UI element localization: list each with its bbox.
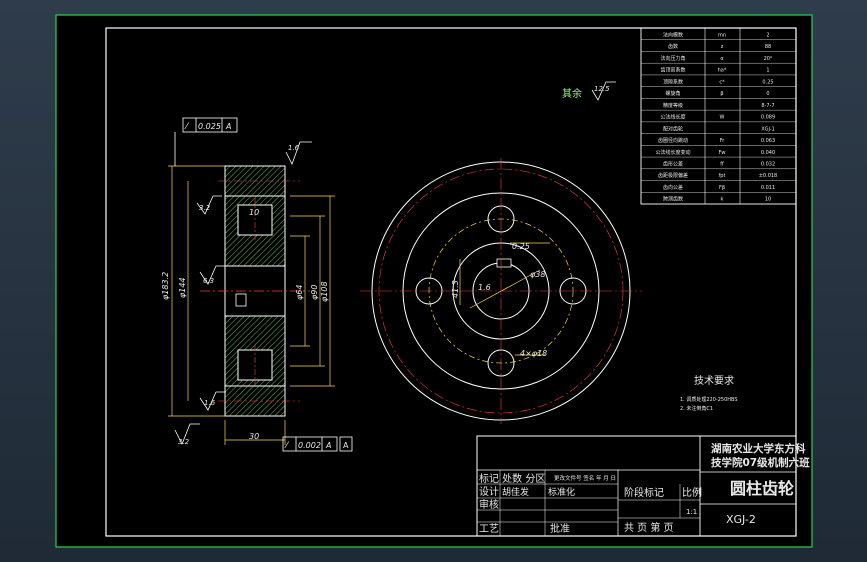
- row-check: 审核: [479, 498, 499, 511]
- tol-bottom: 0.002: [298, 441, 321, 450]
- dim-bore: φ38: [530, 270, 545, 279]
- row-approve: 批准: [550, 522, 570, 535]
- param-cell: XGJ-1: [761, 126, 775, 132]
- datum-bottom: A: [325, 441, 331, 450]
- param-cell: 跨测齿数: [663, 196, 683, 203]
- param-cell: 0.032: [761, 162, 775, 168]
- row-process: 工艺: [479, 523, 499, 535]
- param-cell: 公法线长度变动: [655, 149, 690, 156]
- notes-heading: 技术要求: [694, 374, 734, 387]
- dim-web-dia: φ90: [310, 285, 319, 300]
- param-cell: 齿数: [668, 43, 678, 50]
- sheet-label: 共 页 第 页: [624, 521, 674, 534]
- drawing-no: XGJ-2: [726, 513, 756, 526]
- param-cell: 8-7-7: [761, 103, 774, 109]
- svg-text:⁄: ⁄: [284, 441, 290, 451]
- row-design-std: 标准化: [548, 486, 575, 498]
- param-cell: 顶隙系数: [663, 78, 683, 85]
- notes-line2: 2. 未注倒角C1: [680, 405, 713, 412]
- row-design: 设计: [479, 485, 499, 498]
- section-view: ⁄ 0.025 A ⁄ 0.002 A A 1.6 3.2 6.3 1.6 3.…: [161, 81, 616, 452]
- datum-top: A: [225, 122, 231, 131]
- param-cell: z: [721, 44, 724, 50]
- row-design-name: 胡佳发: [502, 486, 529, 498]
- param-cell: 齿向公差: [663, 184, 683, 191]
- param-cell: c*: [719, 79, 725, 85]
- dim-root-dia: φ144: [178, 277, 187, 298]
- param-cell: 88: [765, 44, 771, 50]
- param-cell: 0.040: [761, 150, 775, 156]
- param-cell: 0.25: [762, 79, 773, 85]
- scale-label: 比例: [682, 486, 702, 499]
- dim-rough-6: 1.6: [478, 283, 491, 292]
- front-view: 0.25 φ38 41.3 4×φ18 1.6: [360, 158, 642, 424]
- param-cell: 精度等级: [663, 102, 683, 109]
- param-cell: 0: [766, 91, 769, 97]
- part-name: 圆柱齿轮: [730, 479, 794, 498]
- param-cell: Fβ: [719, 185, 725, 191]
- rough-4: 1.6: [204, 399, 216, 407]
- dim-bolt-circle: φ108: [320, 281, 329, 302]
- param-cell: β: [720, 91, 723, 97]
- param-cell: 齿顶高系数: [660, 67, 685, 74]
- param-cell: 0.089: [761, 115, 775, 121]
- param-cell: mn: [718, 32, 726, 38]
- param-cell: 公法线长度: [660, 114, 685, 121]
- param-cell: W: [720, 115, 725, 121]
- dim-keyway: 41.3: [451, 280, 460, 298]
- dim-key-tol: 0.25: [512, 242, 530, 251]
- dim-width: 30: [249, 432, 259, 441]
- param-cell: 10: [765, 197, 771, 203]
- parameter-table: 法向模数 mn 2 齿数 z 88 法向压力角 α 20° 齿顶高系数 ha* 1 顶隙系数 c* 0.25…: [640, 27, 797, 205]
- param-cell: 0.011: [761, 185, 775, 191]
- param-cell: Fw: [719, 150, 726, 156]
- param-cell: 齿圈径向跳动: [658, 137, 688, 144]
- param-cell: 0.063: [761, 138, 775, 144]
- row-mark-rest: 更改文件号 签名 年 月 日: [554, 474, 616, 482]
- param-cell: 螺旋角: [665, 90, 680, 97]
- school-line1: 湖南农业大学东方科: [711, 442, 806, 455]
- school-line2: 技学院07级机制六班: [711, 456, 810, 469]
- dim-outer-dia: φ183.2: [161, 272, 170, 300]
- param-cell: ±0.018: [759, 173, 778, 179]
- rough-5: 3.2: [178, 438, 190, 446]
- param-cell: ff: [720, 162, 724, 168]
- scale-value: 1:1: [686, 508, 697, 516]
- row-mark: 标记 处数 分区: [479, 472, 545, 485]
- svg-text:⁄: ⁄: [184, 122, 190, 132]
- dim-keyway-width: 10: [249, 208, 259, 217]
- dim-hub-dia: φ64: [295, 285, 304, 300]
- rough-3: 6.3: [203, 277, 214, 285]
- svg-text:A: A: [343, 441, 349, 450]
- param-cell: Fr: [720, 138, 726, 144]
- keyway: [496, 258, 512, 268]
- drawing-frame: [105, 27, 797, 537]
- param-cell: fpt: [719, 173, 726, 179]
- param-cell: 配对齿轮: [663, 125, 683, 132]
- param-cell: 法向压力角: [660, 55, 685, 62]
- param-cell: 1: [766, 68, 769, 74]
- keyway-section: [235, 293, 247, 307]
- rough-other-value: 12.5: [594, 85, 610, 93]
- param-cell: 齿形公差: [663, 161, 683, 168]
- rough-2: 3.2: [199, 204, 211, 212]
- param-cell: α: [720, 56, 724, 62]
- param-cell: 齿距极限偏差: [658, 172, 688, 179]
- notes-line1: 1. 调质处理220-250HBS: [680, 396, 738, 403]
- param-cell: 2: [766, 32, 769, 38]
- param-cell: ha*: [718, 68, 727, 74]
- dim-holes: 4×φ18: [520, 349, 547, 358]
- stage-label: 阶段标记: [624, 486, 664, 499]
- title-block: 湖南农业大学东方科 技学院07级机制六班 圆柱齿轮 XGJ-2 比例 1:1 阶…: [476, 435, 810, 537]
- rough-1: 1.6: [288, 144, 300, 152]
- tech-notes: 技术要求 1. 调质处理220-250HBS 2. 未注倒角C1: [680, 374, 738, 412]
- paper-border: [55, 14, 813, 548]
- param-cell: k: [721, 197, 724, 203]
- rough-other-label: 其余: [562, 87, 582, 100]
- param-cell: 20°: [764, 56, 773, 62]
- param-cell: 法向模数: [663, 31, 683, 38]
- tol-top: 0.025: [198, 122, 221, 131]
